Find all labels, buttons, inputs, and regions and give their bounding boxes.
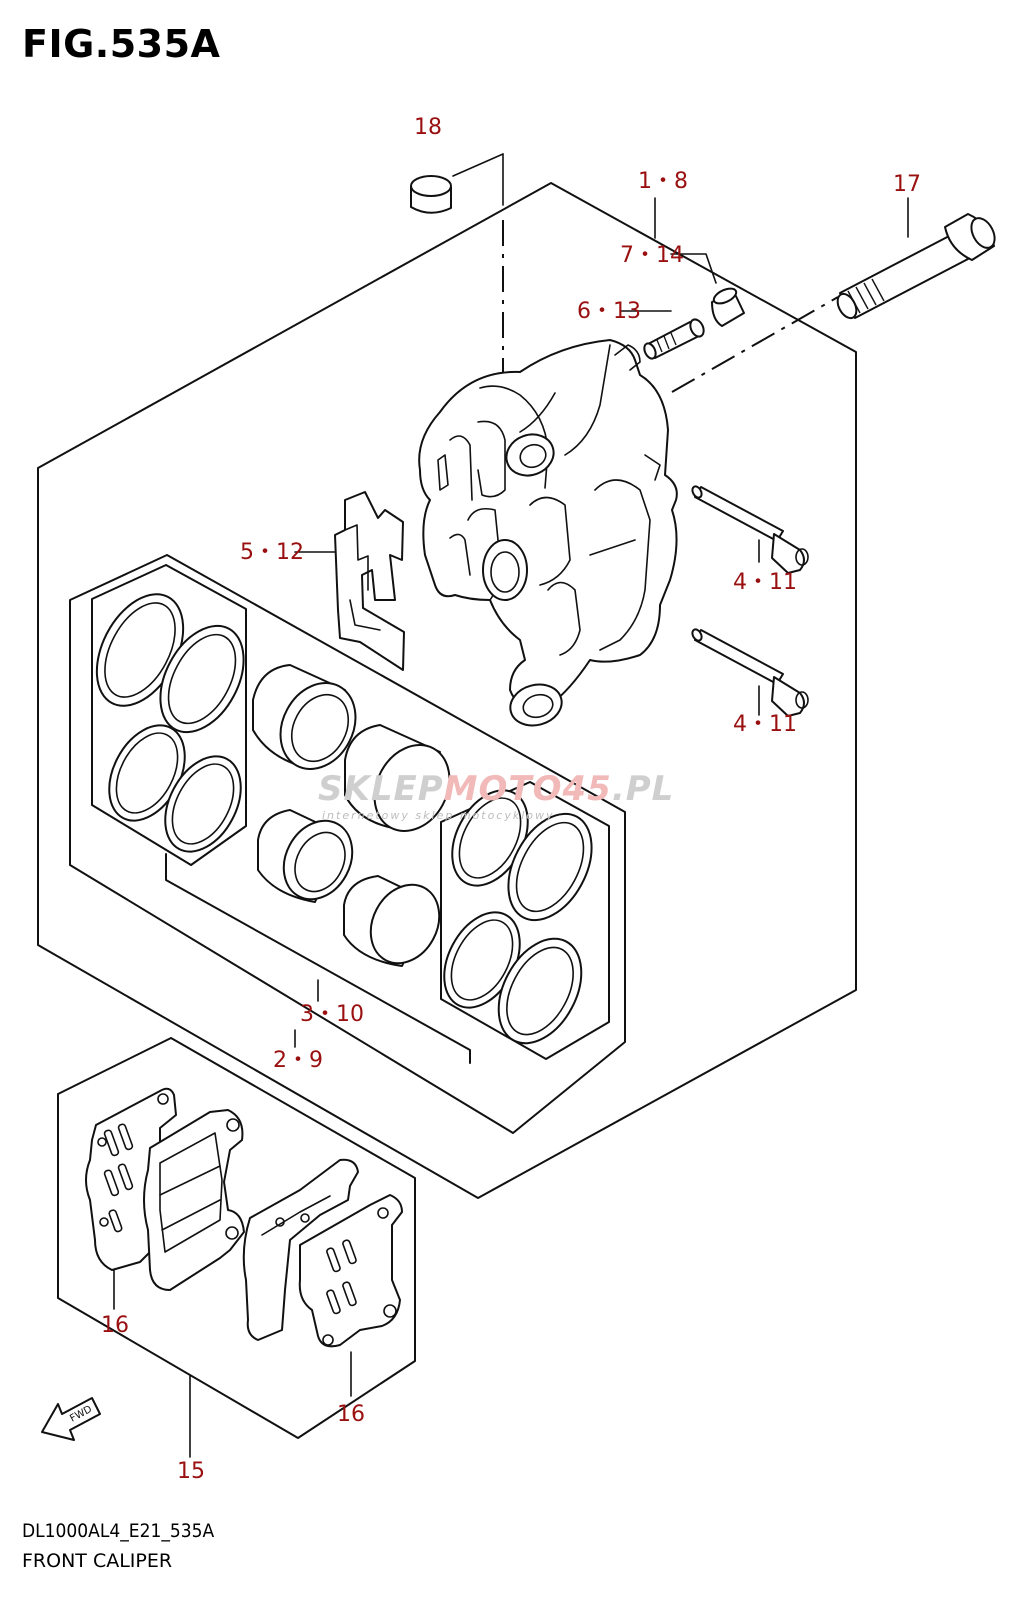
cap-part-18: [410, 175, 452, 214]
leader-7-14: [670, 253, 717, 284]
bleeder-valve-part-6-13: [643, 318, 705, 360]
caliper-body: [418, 339, 678, 727]
bleeder-cap-part-7-14: [711, 287, 745, 327]
piston-seal-set-frame: [69, 554, 626, 1134]
callout-7-14: 7・14: [620, 243, 684, 268]
seal-kit-subframe-left: [91, 564, 247, 866]
callout-3-10: 3・10: [300, 1002, 364, 1027]
watermark: SKLEPMOTO45.PL internetowy sklep motocyk…: [318, 769, 674, 822]
piston-4: [343, 875, 441, 967]
watermark-brand-part2: MOTO: [444, 769, 563, 809]
callout-5-12: 5・12: [240, 540, 304, 565]
brake-pad-left: [143, 1109, 245, 1291]
slide-pin-part-4-11a: [691, 485, 809, 574]
piston-seal-rings-left: [95, 593, 245, 853]
svg-text:SKLEPMOTO45.PL: SKLEPMOTO45.PL: [318, 769, 674, 809]
callout-15: 15: [177, 1459, 205, 1484]
pad-shim-part-16-right: [298, 1194, 403, 1348]
figure-name: FRONT CALIPER: [22, 1550, 173, 1572]
callout-18: 18: [414, 115, 442, 140]
piston-seal-rings-right: [443, 789, 593, 1045]
piston-3: [257, 809, 354, 903]
callout-16a: 16: [101, 1313, 129, 1338]
center-line-17: [671, 296, 839, 393]
fwd-direction-arrow: FWD: [41, 1397, 101, 1441]
leader-18: [452, 153, 504, 177]
seal-kit-subframe-right: [440, 781, 610, 1060]
slide-pin-part-4-11b: [691, 628, 809, 717]
callout-16b: 16: [337, 1402, 365, 1427]
callout-4-11b: 4・11: [733, 712, 797, 737]
brake-pad-right: [242, 1158, 359, 1341]
figure-title: FIG.535A: [22, 22, 221, 66]
watermark-brand-part1: SKLEP: [318, 769, 444, 809]
piston-1: [252, 664, 357, 770]
callout-1-8: 1・8: [638, 169, 688, 194]
callout-6-13: 6・13: [577, 299, 641, 324]
pistons: [252, 664, 451, 967]
callout-2-9: 2・9: [273, 1048, 323, 1073]
seal-kit-link-line: [165, 853, 471, 1064]
watermark-tagline: internetowy sklep motocyklowy: [322, 809, 555, 822]
pad-spring-part-5-12: [334, 491, 405, 671]
mounting-bolt-part-17: [836, 213, 996, 320]
figure-code: DL1000AL4_E21_535A: [22, 1520, 215, 1542]
piston-2: [344, 724, 451, 832]
callout-4-11a: 4・11: [733, 570, 797, 595]
caliper-assembly-frame: [37, 182, 857, 1199]
callout-17: 17: [893, 172, 921, 197]
pad-set-frame: [57, 1037, 416, 1439]
watermark-brand-part4: .PL: [612, 769, 675, 809]
watermark-brand-part3: 45: [562, 769, 612, 809]
